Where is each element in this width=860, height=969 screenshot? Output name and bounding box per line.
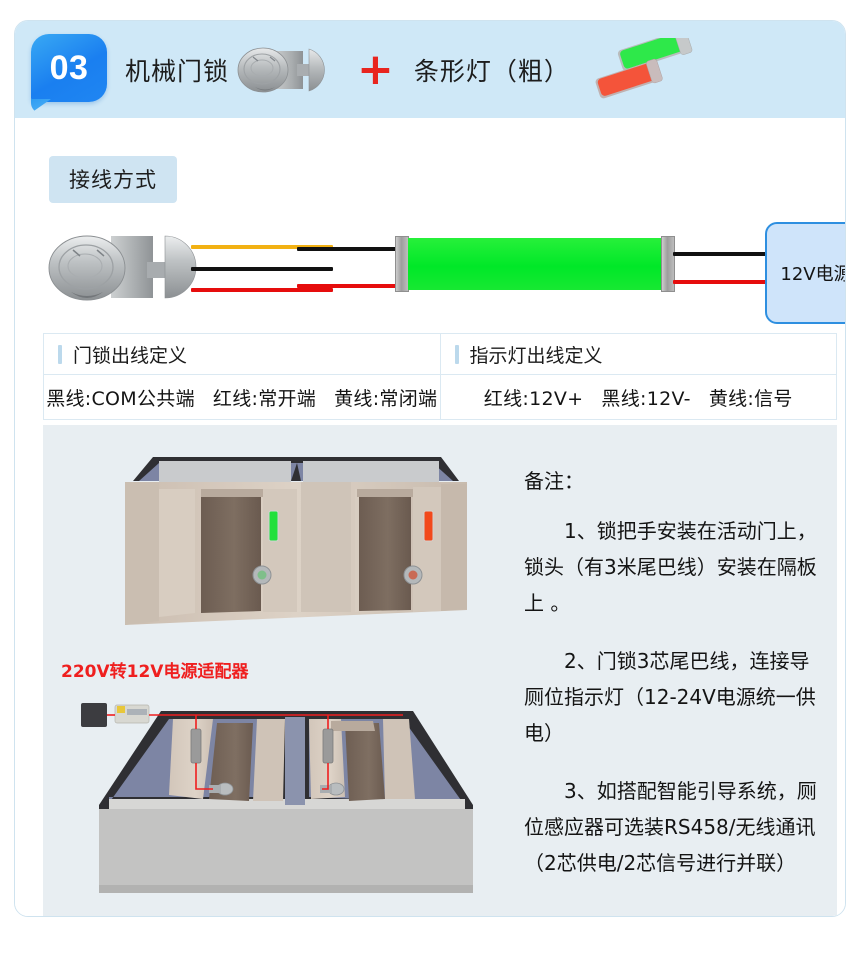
light-bar-icon <box>580 37 706 102</box>
lock-wire-yellow <box>191 245 333 249</box>
light-def-title: 指示灯出线定义 <box>469 344 603 367</box>
light-out-wire-black <box>673 252 769 256</box>
table-header-row: 门锁出线定义 指示灯出线定义 <box>43 333 837 375</box>
card-header: 03 机械门锁 <box>15 21 845 118</box>
lock-def-title: 门锁出线定义 <box>73 344 188 367</box>
table-cell-light-defs: 红线:12V+ 黑线:12V- 黄线:信号 <box>439 374 837 420</box>
power-supply-label: 12V电源 <box>780 264 846 285</box>
installation-illustration-panel: SUNPN讯鹏 220V转12V电源适配器 2芯线 <box>43 425 837 916</box>
table-header-light: 指示灯出线定义 <box>439 333 837 375</box>
notes-title: 备注： <box>524 469 584 493</box>
light-bar-glow <box>408 238 662 290</box>
wiring-lock-illustration <box>47 222 219 322</box>
lock-wire-red <box>191 288 333 292</box>
plus-icon: + <box>357 43 394 95</box>
card-body: 接线方式 <box>15 118 845 916</box>
light-bar-cap-left <box>395 236 409 292</box>
power-supply-box: 12V电源 <box>765 222 846 324</box>
product-right-label: 条形灯（粗） <box>413 56 570 86</box>
light-in-wire-black <box>297 247 397 251</box>
light-bar-cap-right <box>661 236 675 292</box>
table-row: 黑线:COM公共端 红线:常开端 黄线:常闭端 红线:12V+ 黑线:12V- … <box>43 374 837 420</box>
light-def-0: 红线:12V+ <box>483 387 584 410</box>
wiring-diagram: 12V电源 SUNPN讯鹏 <box>43 214 845 536</box>
product-left-label: 机械门锁 <box>125 56 230 86</box>
lock-def-0: 黑线:COM公共端 <box>46 387 195 410</box>
light-out-wire-red <box>673 280 769 284</box>
lock-wire-black <box>191 267 333 271</box>
table-header-lock: 门锁出线定义 <box>43 333 441 375</box>
light-def-2: 黄线:信号 <box>708 387 793 410</box>
note-item-1: 1、锁把手安装在活动门上，锁头（有3米尾巴线）安装在隔板上 。 <box>524 519 817 615</box>
light-in-wire-red <box>297 284 397 288</box>
note-item-2: 2、门锁3芯尾巴线，连接导厕位指示灯（12-24V电源统一供电） <box>524 649 816 745</box>
section-label: 接线方式 <box>49 156 177 203</box>
door-lock-icon <box>235 39 343 101</box>
lock-def-2: 黄线:常闭端 <box>334 387 438 410</box>
wire-definition-table: 门锁出线定义 指示灯出线定义 黑线:COM公共端 红线:常 <box>43 333 837 420</box>
tick-icon <box>58 344 62 364</box>
header-products-row: 机械门锁 <box>125 21 835 118</box>
instruction-card: 03 机械门锁 <box>14 20 846 917</box>
adapter-label: 220V转12V电源适配器 <box>61 662 249 682</box>
notes-block: 备注： 1、锁把手安装在活动门上，锁头（有3米尾巴线）安装在隔板上 。 2、门锁… <box>524 463 824 903</box>
step-badge: 03 <box>31 34 107 102</box>
indicator-light-bar <box>395 236 675 292</box>
light-def-1: 黑线:12V- <box>601 387 691 410</box>
step-number: 03 <box>49 48 89 87</box>
lock-def-1: 红线:常开端 <box>212 387 317 410</box>
table-cell-lock-defs: 黑线:COM公共端 红线:常开端 黄线:常闭端 <box>43 374 441 420</box>
toilet-stalls-wiring-view <box>73 693 498 916</box>
tick-icon <box>454 344 459 364</box>
toilet-stalls-front-view <box>111 445 481 673</box>
note-item-3: 3、如搭配智能引导系统，厕位感应器可选装RS458/无线通讯（2芯供电/2芯信号… <box>524 779 817 875</box>
